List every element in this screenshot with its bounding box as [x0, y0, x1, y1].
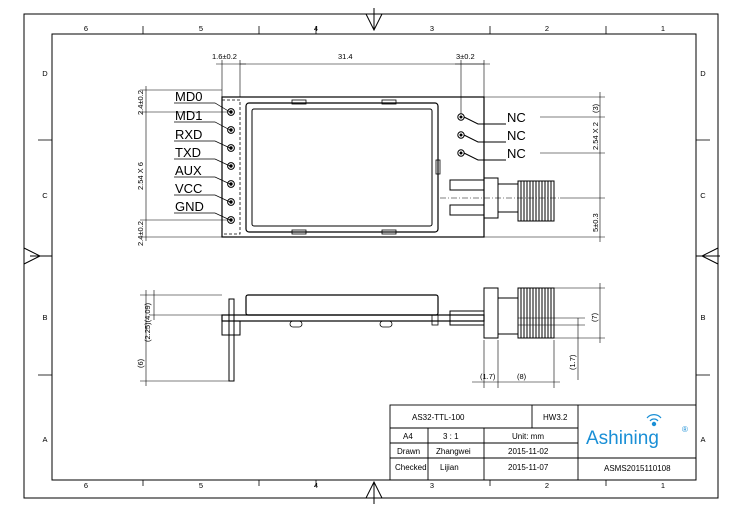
row-label: B [700, 313, 705, 322]
pin-label-rxd: RXD [175, 127, 202, 142]
pin-leaders [174, 102, 231, 221]
title-block [389, 404, 697, 481]
nc-label: NC [507, 146, 526, 161]
drawn-by: Zhangwei [436, 447, 471, 456]
row-label: D [700, 69, 706, 78]
col-label: 2 [545, 481, 549, 490]
dim-nc-pitch: 2.54 X 2 [591, 122, 600, 150]
top-view: MD0 MD1 RXD TXD AUX VCC GND NC NC NC [136, 52, 605, 246]
row-label: D [42, 69, 48, 78]
pin-label-gnd: GND [175, 199, 204, 214]
dim-ant-length: (8) [517, 372, 527, 381]
dim-ant-offset: 5±0.3 [591, 213, 600, 232]
nc-label: NC [507, 128, 526, 143]
row-label: C [42, 191, 48, 200]
hw-version: HW3.2 [543, 413, 568, 422]
top-dimensions [216, 60, 490, 114]
right-dimensions [484, 92, 605, 242]
sma-connector-top [440, 177, 560, 222]
dim-pin-width: 1.6±0.2 [212, 52, 237, 61]
nc-pads [457, 113, 506, 161]
pin-label-txd: TXD [175, 145, 201, 160]
dim-nc-top: (3) [591, 103, 600, 113]
row-label: A [700, 435, 705, 444]
col-label: 1 [661, 481, 665, 490]
left-dimensions [140, 86, 228, 241]
dim-nc-offset: 3±0.2 [456, 52, 475, 61]
side-shield [245, 294, 439, 316]
pin-label-md0: MD0 [175, 89, 202, 104]
side-pin-header [221, 320, 241, 336]
checked-label: Checked [395, 463, 427, 472]
dim-top-edge: 2.4±0.2 [136, 90, 145, 115]
row-label: C [700, 191, 706, 200]
pin-pads [227, 108, 235, 224]
dim-ant-height: (7) [590, 312, 599, 322]
row-label: A [42, 435, 47, 444]
registered-mark: ® [682, 425, 688, 434]
nc-label: NC [507, 110, 526, 125]
col-label: 3 [430, 481, 434, 490]
col-label: 1 [661, 24, 665, 33]
zone-ticks [38, 26, 710, 486]
sma-connector-side [449, 287, 555, 339]
drawn-date: 2015-11-02 [508, 447, 549, 456]
dim-bottom-edge: 2.4±0.2 [136, 221, 145, 246]
col-label: 3 [430, 24, 434, 33]
pin-label-aux: AUX [175, 163, 202, 178]
document-number: ASMS2015110108 [604, 464, 671, 473]
dim-ant-flange: (1.7) [480, 372, 496, 381]
shield-can [245, 102, 439, 233]
col-label: 6 [84, 481, 88, 490]
pin-header [221, 99, 241, 235]
col-label: 5 [199, 24, 203, 33]
brand-logo-text: Ashining [586, 428, 659, 449]
dim-body-height: (2.25)(4.09) [143, 302, 152, 342]
unit: Unit: mm [512, 432, 544, 441]
col-label: 5 [199, 481, 203, 490]
sheet-frame [23, 13, 719, 499]
scale: 3 : 1 [443, 432, 459, 441]
signal-icon [646, 414, 662, 427]
drawn-label: Drawn [397, 447, 420, 456]
model-name: AS32-TTL-100 [412, 413, 465, 422]
pin-label-vcc: VCC [175, 181, 202, 196]
col-label: 6 [84, 24, 88, 33]
side-pin [228, 298, 235, 382]
side-pcb [221, 314, 485, 322]
centering-marks [23, 8, 720, 504]
row-label: B [42, 313, 47, 322]
side-view: (6) (2.25)(4.09) (7) (1.7) (1.7) (8) [136, 283, 605, 388]
dim-pin-length: (6) [136, 358, 145, 368]
module-outline [221, 96, 485, 238]
sheet-size: A4 [403, 432, 413, 441]
checked-date: 2015-11-07 [508, 463, 549, 472]
checked-by: Lijian [440, 463, 459, 472]
col-label: 4 [314, 481, 318, 490]
side-dimensions [140, 283, 605, 388]
col-label: 4 [314, 24, 318, 33]
dim-ant-small: (1.7) [568, 354, 577, 370]
col-label: 2 [545, 24, 549, 33]
dim-length: 31.4 [338, 52, 353, 61]
pin-label-md1: MD1 [175, 108, 202, 123]
dim-pitch: 2.54 X 6 [136, 162, 145, 190]
